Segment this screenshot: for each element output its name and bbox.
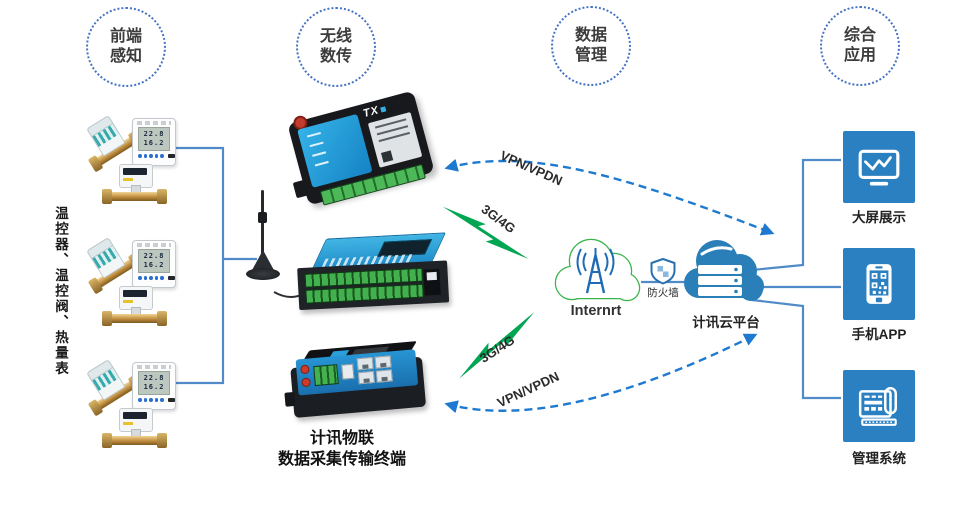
thermostat-reading: 22.8: [143, 130, 165, 138]
ethernet-ports: [356, 355, 395, 386]
stage-label: 前端: [109, 28, 142, 45]
platform-cloud-label: 计讯云平台: [692, 315, 760, 330]
thermostat-lcd: 22.8 16.2: [138, 127, 170, 151]
stage-label: 综合: [843, 27, 876, 44]
stage-label: 无线: [319, 28, 352, 45]
server-stack-icon: [698, 265, 742, 296]
thermostat-reading: 16.2: [143, 139, 165, 147]
thermostat: 22.8 16.2: [132, 362, 176, 410]
vpn-arrow-top: [444, 158, 775, 236]
heat-meter: [102, 164, 168, 206]
thermostat-lcd: 22.8 16.2: [138, 249, 170, 273]
stage-circle-comprehensive-application: 综合 应用: [820, 6, 900, 86]
heat-meter: [102, 408, 168, 450]
vpn-dashed-arrows: [444, 158, 775, 414]
stage-label: 管理: [574, 47, 607, 64]
firewall-label: 防火墙: [647, 287, 679, 299]
internet-cloud-label: Internrt: [570, 303, 622, 319]
sensor-bus-wires: [172, 146, 257, 385]
internet-cloud: [554, 238, 641, 302]
sma-connector: [301, 377, 311, 388]
app-box-mobile-app: [843, 248, 915, 320]
platform-cloud: [684, 240, 764, 301]
stage-circle-front-sensing: 前端 感知: [86, 7, 166, 87]
gateway-caption-line2: 数据采集传输终端: [277, 451, 406, 468]
app-label-big-screen: 大屏展示: [852, 210, 906, 225]
stage-label: 数传: [319, 48, 352, 65]
thermostat-reading: 16.2: [143, 261, 165, 269]
app-label-management-system: 管理系统: [852, 451, 906, 466]
management-system-icon: [858, 386, 897, 426]
rtu-front-panel: [297, 260, 450, 311]
stage-label: 数据: [574, 27, 607, 44]
vpn-arrow-bottom: [444, 333, 758, 414]
heat-meter: [102, 286, 168, 328]
thermostat-lcd: 22.8 16.2: [138, 371, 170, 395]
radio-tower-icon: [576, 248, 615, 294]
gateway-caption: 计讯物联 数据采集传输终端: [252, 428, 432, 470]
stage-circle-wireless-transmission: 无线 数传: [296, 7, 376, 87]
phone-qr-icon: [866, 264, 892, 304]
stage-label: 感知: [109, 48, 142, 65]
sensor-group-1: 22.8 16.2: [86, 114, 204, 214]
monitor-chart-icon: [858, 149, 900, 186]
thermostat: 22.8 16.2: [132, 240, 176, 288]
app-box-big-screen: [843, 131, 915, 203]
thermostat-reading: 22.8: [143, 252, 165, 260]
magnetic-antenna: [246, 190, 286, 300]
thermostat-reading: 22.8: [143, 374, 165, 382]
sensor-group-3: 22.8 16.2: [86, 358, 204, 458]
stage-circle-data-management: 数据 管理: [551, 6, 631, 86]
sensor-types-vertical-label: 温控器、温控阀、热量表: [53, 206, 68, 377]
terminal-block: [313, 364, 339, 387]
firewall-shield-icon: [650, 258, 676, 285]
sma-connector: [300, 364, 310, 375]
app-box-management-system: [843, 370, 915, 442]
stage-label: 应用: [843, 47, 876, 64]
thermostat: 22.8 16.2: [132, 118, 176, 166]
thermostat-reading: 16.2: [143, 383, 165, 391]
router-device: [284, 341, 432, 424]
app-label-mobile-app: 手机APP: [851, 327, 907, 342]
usb-port: [341, 363, 355, 380]
sensor-group-2: 22.8 16.2: [86, 236, 204, 336]
dtu-device: TX: [272, 90, 450, 214]
gateway-caption-line1: 计讯物联: [309, 430, 374, 447]
rtu-device: [297, 232, 458, 328]
